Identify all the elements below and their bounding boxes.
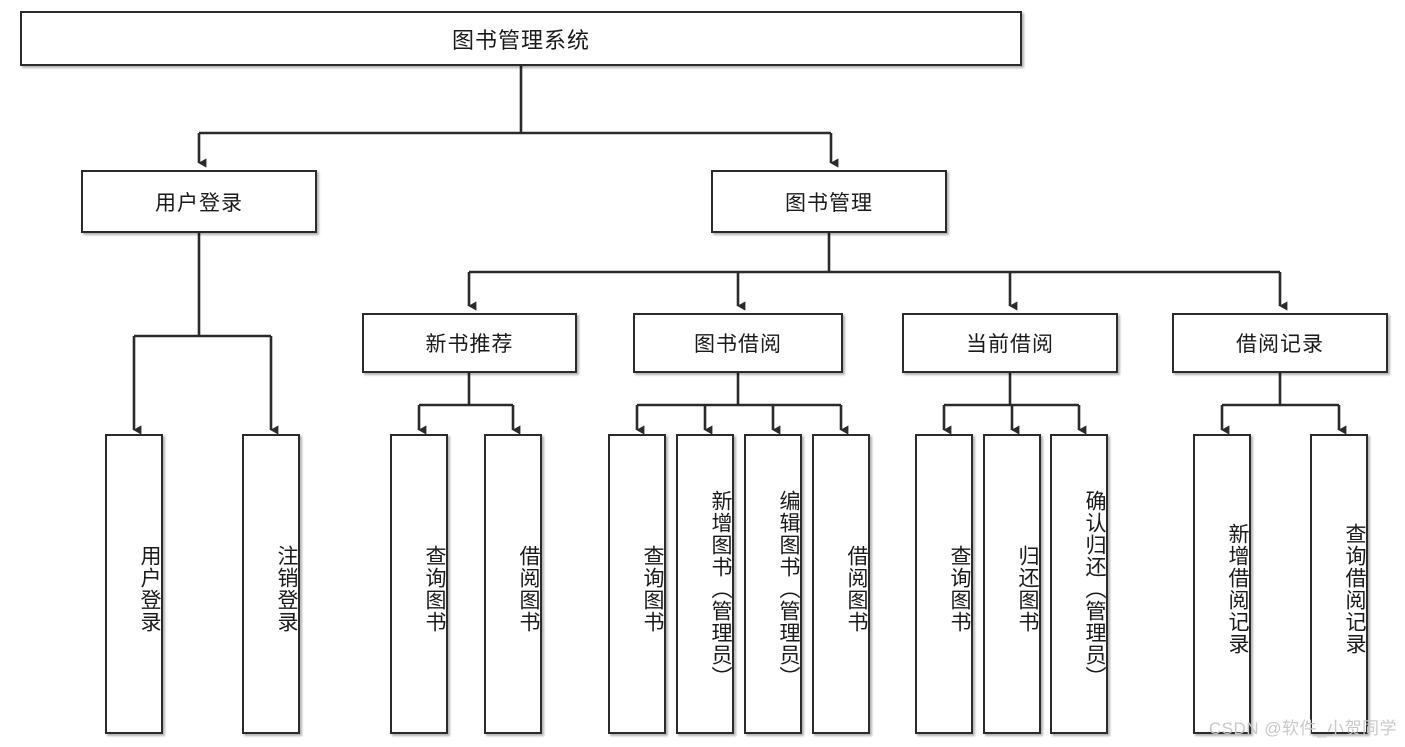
leaf-borrow-book-1-label: 借阅图书: [517, 545, 540, 633]
leaf-edit-book[interactable]: 编辑图书（管理员）: [744, 434, 802, 734]
leaf-confirm-return-label: 确认归还（管理员）: [1083, 490, 1106, 688]
node-book-management-label: 图书管理: [785, 191, 873, 215]
node-root-label: 图书管理系统: [451, 27, 590, 53]
node-current-borrow-label: 当前借阅: [966, 333, 1054, 356]
leaf-return-book[interactable]: 归还图书: [983, 434, 1041, 734]
node-book-borrow[interactable]: 图书借阅: [633, 313, 843, 373]
node-book-borrow-label: 图书借阅: [694, 333, 782, 356]
leaf-add-book[interactable]: 新增图书（管理员）: [676, 434, 734, 734]
leaf-return-book-label: 归还图书: [1016, 545, 1039, 633]
leaf-user-login[interactable]: 用户登录: [105, 434, 163, 734]
leaf-edit-book-label: 编辑图书（管理员）: [777, 490, 800, 688]
leaf-borrow-book-2[interactable]: 借阅图书: [812, 434, 870, 734]
leaf-add-book-label: 新增图书（管理员）: [709, 490, 732, 688]
leaf-query-record[interactable]: 查询借阅记录: [1310, 434, 1368, 734]
node-borrow-record[interactable]: 借阅记录: [1172, 313, 1388, 373]
leaf-user-login-label: 用户登录: [138, 545, 161, 633]
leaf-logout-login[interactable]: 注销登录: [242, 434, 300, 734]
leaf-query-book-2[interactable]: 查询图书: [608, 434, 666, 734]
node-book-management[interactable]: 图书管理: [711, 170, 947, 233]
node-current-borrow[interactable]: 当前借阅: [902, 313, 1118, 373]
node-new-book-recommend-label: 新书推荐: [425, 333, 514, 356]
leaf-query-book-3[interactable]: 查询图书: [915, 434, 973, 734]
node-user-login-label: 用户登录: [155, 191, 243, 215]
leaf-borrow-book-1[interactable]: 借阅图书: [484, 434, 542, 734]
node-root[interactable]: 图书管理系统: [20, 11, 1022, 66]
leaf-borrow-book-2-label: 借阅图书: [845, 545, 868, 633]
node-new-book-recommend[interactable]: 新书推荐: [362, 313, 577, 373]
leaf-add-record-label: 新增借阅记录: [1226, 523, 1249, 655]
leaf-confirm-return[interactable]: 确认归还（管理员）: [1050, 434, 1108, 734]
node-user-login[interactable]: 用户登录: [81, 170, 317, 233]
leaf-query-book-2-label: 查询图书: [641, 545, 664, 633]
leaf-query-book-1[interactable]: 查询图书: [390, 434, 448, 734]
leaf-query-record-label: 查询借阅记录: [1343, 523, 1366, 655]
leaf-query-book-1-label: 查询图书: [423, 545, 446, 633]
node-borrow-record-label: 借阅记录: [1236, 333, 1324, 356]
leaf-logout-login-label: 注销登录: [275, 545, 298, 633]
leaf-add-record[interactable]: 新增借阅记录: [1193, 434, 1251, 734]
leaf-query-book-3-label: 查询图书: [948, 545, 971, 633]
